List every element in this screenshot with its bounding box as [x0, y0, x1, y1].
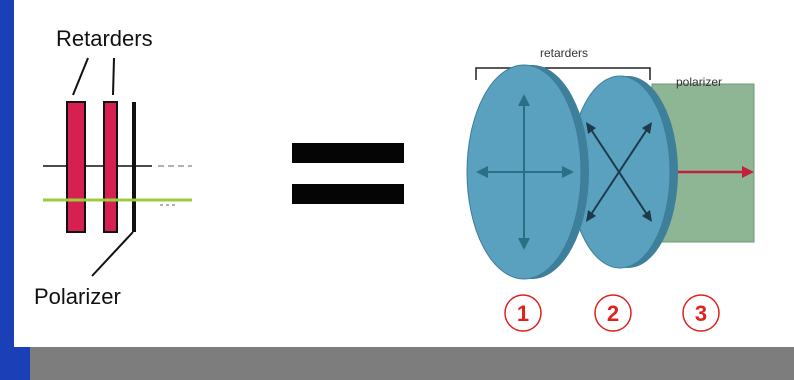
- retarders-bracket: [475, 67, 651, 80]
- polarizer-plate: [132, 102, 136, 232]
- number-circle-2: [594, 294, 632, 332]
- equals-bar-top: [292, 143, 404, 163]
- number-circle-1: [504, 294, 542, 332]
- polarizer-label: Polarizer: [34, 284, 121, 309]
- footer-bar: [30, 347, 794, 380]
- number-1: 1: [517, 301, 529, 326]
- polarizer-small-label: polarizer: [676, 75, 723, 89]
- retarder-pointer-2: [112, 57, 115, 96]
- retarders-small-label: retarders: [540, 46, 589, 60]
- disk-2-axis-b: [589, 127, 649, 217]
- polarizer-arrowhead: [742, 166, 754, 178]
- polarizer-pointer: [91, 231, 134, 277]
- retarder-pointer-1: [72, 57, 89, 96]
- retarder-plate-1: [66, 101, 86, 233]
- equals-bar-bottom: [292, 184, 404, 204]
- retarders-label: Retarders: [56, 26, 153, 51]
- retarder-plate-2: [103, 101, 118, 233]
- number-3: 3: [695, 301, 707, 326]
- number-circle-3: [682, 294, 720, 332]
- number-2: 2: [607, 301, 619, 326]
